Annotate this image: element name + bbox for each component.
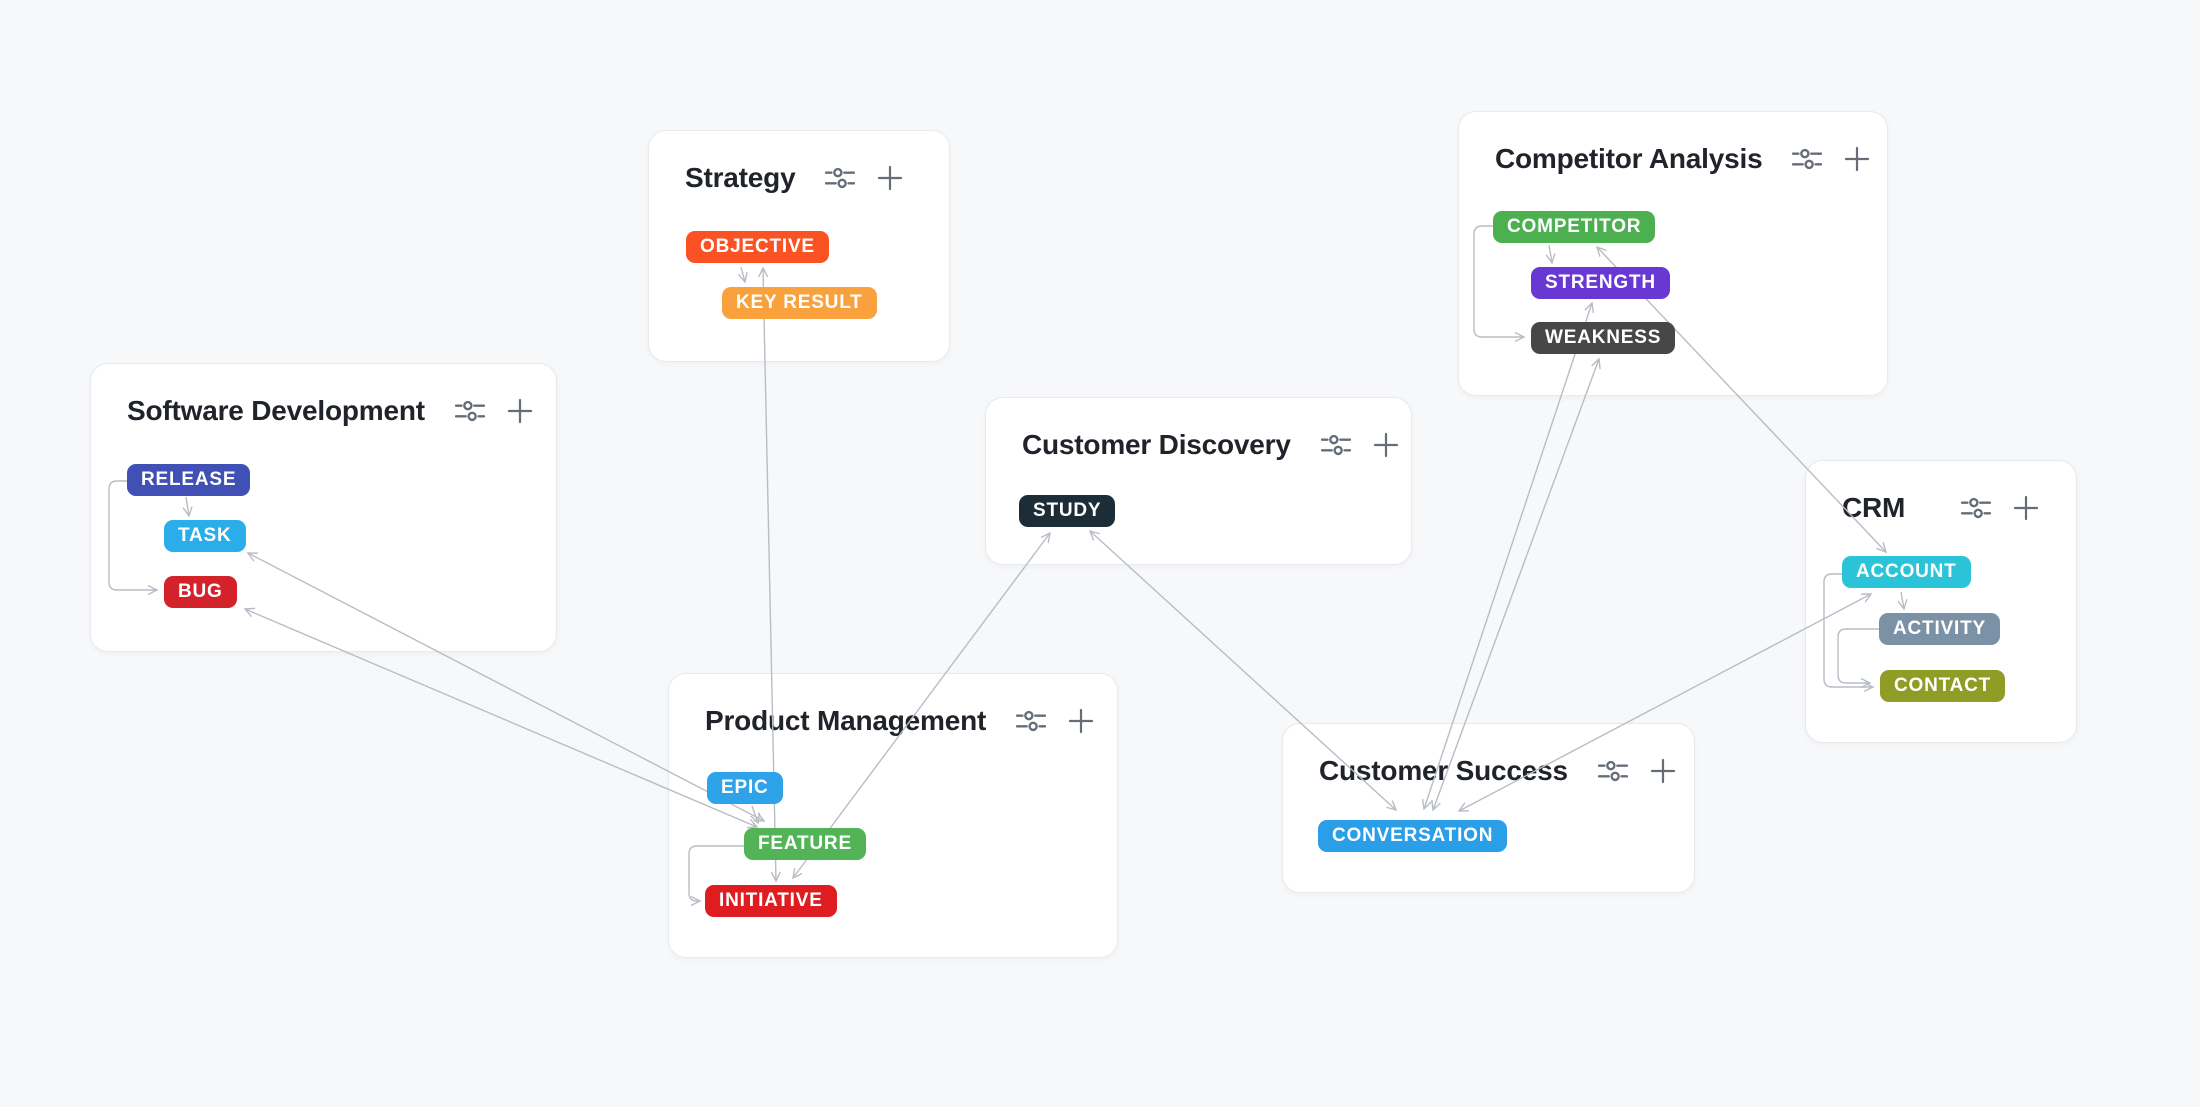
- card-title-product-management: Product Management: [705, 705, 987, 736]
- card-header: Strategy: [649, 131, 949, 195]
- sliders-icon[interactable]: [1961, 495, 1991, 521]
- badge-study[interactable]: STUDY: [1019, 495, 1116, 527]
- badge-objective[interactable]: OBJECTIVE: [686, 231, 829, 263]
- plus-icon[interactable]: [1842, 146, 1872, 172]
- plus-icon[interactable]: [1648, 758, 1678, 784]
- badge-epic[interactable]: EPIC: [707, 772, 783, 804]
- card-title-competitor-analysis: Competitor Analysis: [1495, 143, 1763, 174]
- card-actions: [455, 398, 535, 424]
- badge-conversation[interactable]: CONVERSATION: [1318, 820, 1508, 852]
- card-customer-success[interactable]: Customer Success: [1282, 723, 1695, 893]
- card-actions: [1792, 146, 1872, 172]
- card-actions: [1961, 495, 2041, 521]
- card-title-strategy: Strategy: [685, 162, 796, 193]
- sliders-icon[interactable]: [455, 398, 485, 424]
- badge-release[interactable]: RELEASE: [127, 464, 251, 496]
- card-title-software-development: Software Development: [127, 395, 425, 426]
- badge-contact[interactable]: CONTACT: [1880, 670, 2006, 702]
- plus-icon[interactable]: [1066, 708, 1096, 734]
- card-software-development[interactable]: Software Development: [90, 363, 557, 652]
- badge-initiative[interactable]: INITIATIVE: [705, 885, 837, 917]
- badge-bug[interactable]: BUG: [164, 576, 237, 608]
- sliders-icon[interactable]: [1792, 146, 1822, 172]
- badge-feature[interactable]: FEATURE: [744, 828, 866, 860]
- badge-account[interactable]: ACCOUNT: [1842, 556, 1971, 588]
- card-header: Competitor Analysis: [1459, 112, 1887, 176]
- card-competitor-analysis[interactable]: Competitor Analysis: [1458, 111, 1888, 396]
- badge-key-result[interactable]: KEY RESULT: [722, 287, 877, 319]
- plus-icon[interactable]: [875, 165, 905, 191]
- badge-strength[interactable]: STRENGTH: [1531, 267, 1670, 299]
- card-header: Product Management: [669, 674, 1117, 738]
- card-header: Software Development: [91, 364, 556, 428]
- card-actions: [1321, 432, 1401, 458]
- plus-icon[interactable]: [505, 398, 535, 424]
- card-actions: [825, 165, 905, 191]
- badge-activity[interactable]: ACTIVITY: [1879, 613, 2000, 645]
- card-title-crm: CRM: [1842, 492, 1906, 523]
- card-header: Customer Discovery: [986, 398, 1411, 462]
- sliders-icon[interactable]: [1016, 708, 1046, 734]
- card-customer-discovery[interactable]: Customer Discovery: [985, 397, 1412, 565]
- sliders-icon[interactable]: [1598, 758, 1628, 784]
- plus-icon[interactable]: [2011, 495, 2041, 521]
- sliders-icon[interactable]: [825, 165, 855, 191]
- card-title-customer-success: Customer Success: [1319, 755, 1568, 786]
- card-actions: [1598, 758, 1678, 784]
- card-header: CRM: [1806, 461, 2076, 525]
- plus-icon[interactable]: [1371, 432, 1401, 458]
- card-header: Customer Success: [1283, 724, 1694, 788]
- card-title-customer-discovery: Customer Discovery: [1022, 429, 1291, 460]
- badge-weakness[interactable]: WEAKNESS: [1531, 322, 1676, 354]
- card-actions: [1016, 708, 1096, 734]
- badge-task[interactable]: TASK: [164, 520, 246, 552]
- sliders-icon[interactable]: [1321, 432, 1351, 458]
- badge-competitor[interactable]: COMPETITOR: [1493, 211, 1656, 243]
